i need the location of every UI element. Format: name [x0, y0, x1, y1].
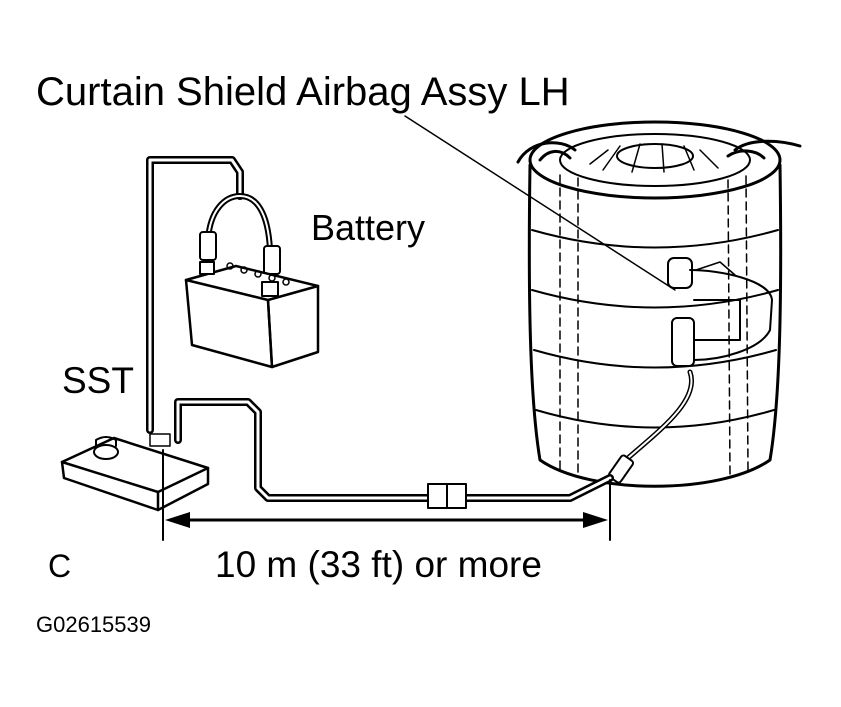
sst-device — [60, 433, 210, 512]
airbag-assy-label: Curtain Shield Airbag Assy LH — [36, 70, 570, 114]
corner-letter: C — [48, 548, 72, 584]
distance-dimension — [162, 449, 611, 541]
leader-line — [404, 115, 676, 291]
sst-label: SST — [62, 360, 134, 401]
distance-label: 10 m (33 ft) or more — [215, 544, 542, 585]
tire-stack — [516, 120, 802, 488]
figure-code: G02615539 — [36, 612, 151, 637]
battery-label: Battery — [311, 207, 426, 248]
airbag-module — [667, 257, 773, 367]
battery-body — [184, 261, 320, 369]
